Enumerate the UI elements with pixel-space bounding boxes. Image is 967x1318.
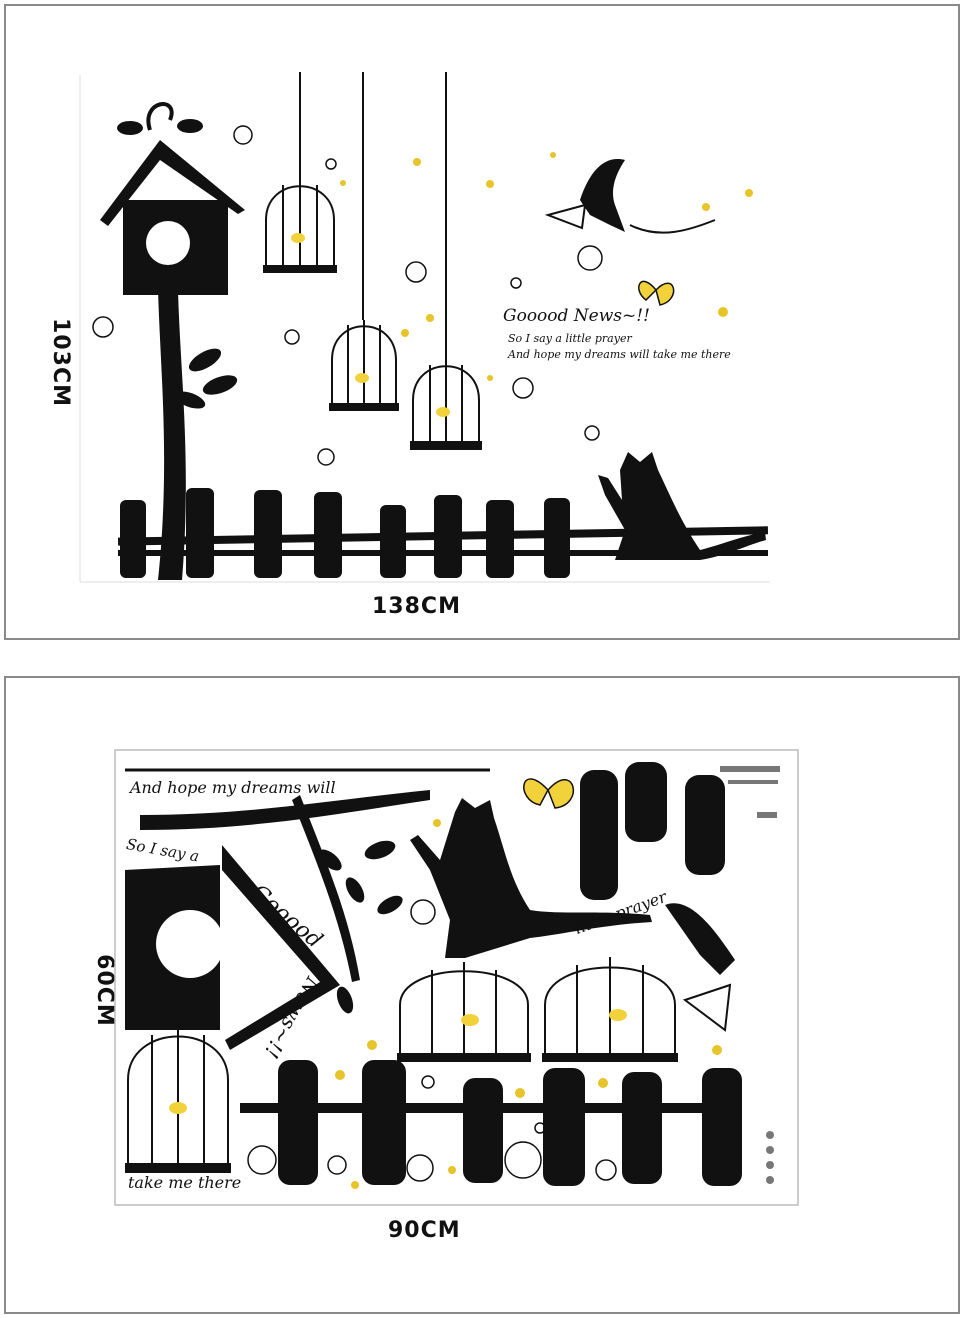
butterfly-icon	[638, 280, 675, 306]
music-note-decorations	[335, 819, 722, 1189]
fence-icon	[117, 488, 769, 578]
music-note-decorations	[340, 152, 753, 381]
birdcage-icon-1	[263, 72, 337, 273]
birdcage-icon-2	[397, 962, 531, 1062]
flying-bird-icon	[665, 903, 735, 1032]
birdcage-icon-3	[542, 957, 678, 1062]
leaf-branch-icon	[292, 795, 403, 1014]
cat-icon	[410, 798, 652, 958]
sheet-corner-icons	[720, 766, 780, 1184]
birdhouse-icon	[100, 102, 245, 580]
width-dimension-top: 138CM	[372, 594, 461, 619]
sticker-sheet-border	[114, 749, 799, 1206]
bubble-decorations	[92, 125, 603, 466]
width-dimension-bottom: 90CM	[388, 1218, 461, 1243]
sheet-text-dreams: And hope my dreams will	[130, 778, 336, 797]
flying-bird-icon	[544, 159, 716, 234]
headline-text: Gooood News~!!	[503, 306, 650, 326]
butterfly-icon	[523, 778, 575, 809]
birdcage-icon-3	[410, 72, 482, 450]
bubble-decorations	[247, 899, 617, 1182]
fence-post-stickers	[240, 762, 742, 1186]
sheet-text-take-me: take me there	[128, 1173, 242, 1192]
birdcage-icon-2	[329, 72, 399, 411]
birdcage-icon-1	[125, 1025, 231, 1173]
prayer-line-1: So I say a little prayer	[508, 332, 632, 345]
assembled-sticker-artwork	[79, 72, 770, 583]
prayer-line-2: And hope my dreams will take me there	[508, 348, 731, 361]
birdhouse-icon	[125, 790, 430, 1050]
cat-icon	[598, 452, 766, 560]
